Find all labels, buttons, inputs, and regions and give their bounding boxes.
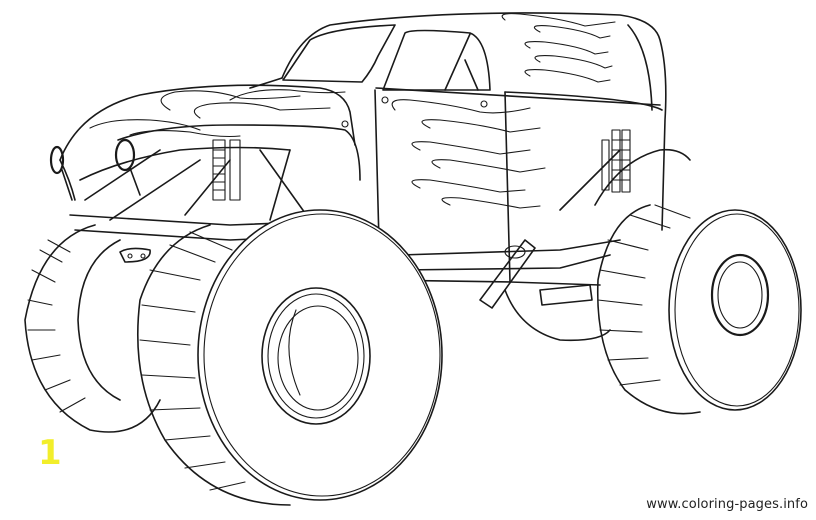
headlights [49, 138, 151, 263]
truck-hood [59, 84, 361, 201]
chassis-frame [69, 129, 631, 309]
headlight-left [49, 145, 65, 175]
rear-right-wheel [596, 204, 802, 415]
truck-cab [249, 12, 667, 286]
side-flames [391, 99, 546, 209]
rear-fender [504, 148, 691, 342]
page-number-badge: 1 [38, 433, 62, 473]
headlight-right [114, 138, 136, 172]
front-left-wheel [136, 209, 443, 506]
front-far-wheel [24, 224, 161, 433]
watermark-text: www.coloring-pages.info [646, 497, 808, 512]
bed-flames [501, 13, 616, 83]
